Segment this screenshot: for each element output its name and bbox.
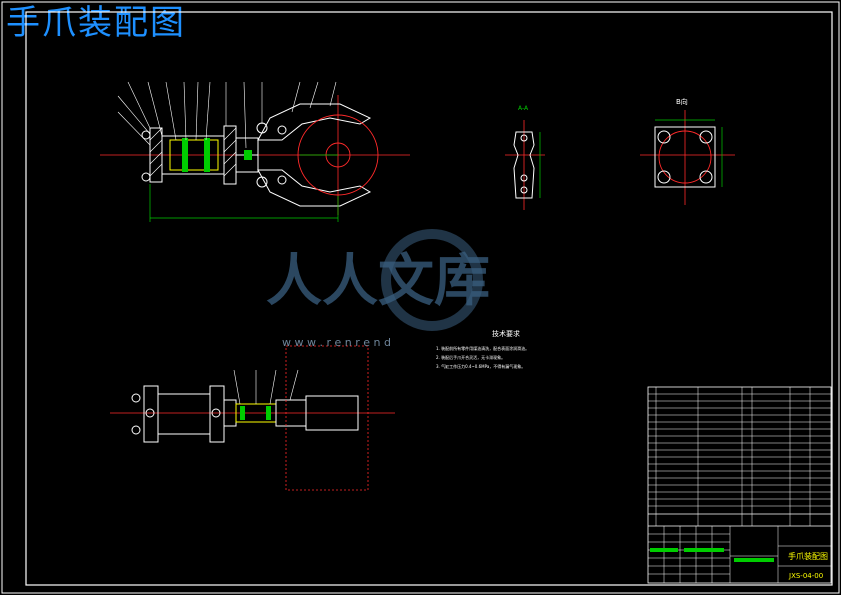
- tech-requirements-heading: 技术要求: [492, 329, 520, 338]
- tech-line-3: 3. 气缸工作压力0.4~0.6MPa，不得有漏气现象。: [436, 363, 525, 369]
- section-a-a: [505, 120, 545, 210]
- tech-requirements: 技术要求 1. 装配前所有零件用煤油清洗，配合表面涂润滑油。 2. 装配后手爪开…: [436, 329, 529, 369]
- section-label-a-a: A-A: [518, 105, 529, 112]
- main-view: [100, 81, 410, 222]
- title-block: [647, 386, 832, 584]
- tech-line-2: 2. 装配后手爪开合灵活，无卡滞现象。: [436, 354, 505, 360]
- flange-view: [640, 110, 735, 205]
- view-label-b: B向: [676, 97, 688, 106]
- title-block-name: 手爪装配图: [788, 551, 828, 561]
- lower-view: [110, 345, 395, 491]
- title-block-drawing-no: JXS-04-00: [788, 572, 823, 580]
- tech-line-1: 1. 装配前所有零件用煤油清洗，配合表面涂润滑油。: [436, 345, 529, 351]
- inner-border: [25, 11, 833, 586]
